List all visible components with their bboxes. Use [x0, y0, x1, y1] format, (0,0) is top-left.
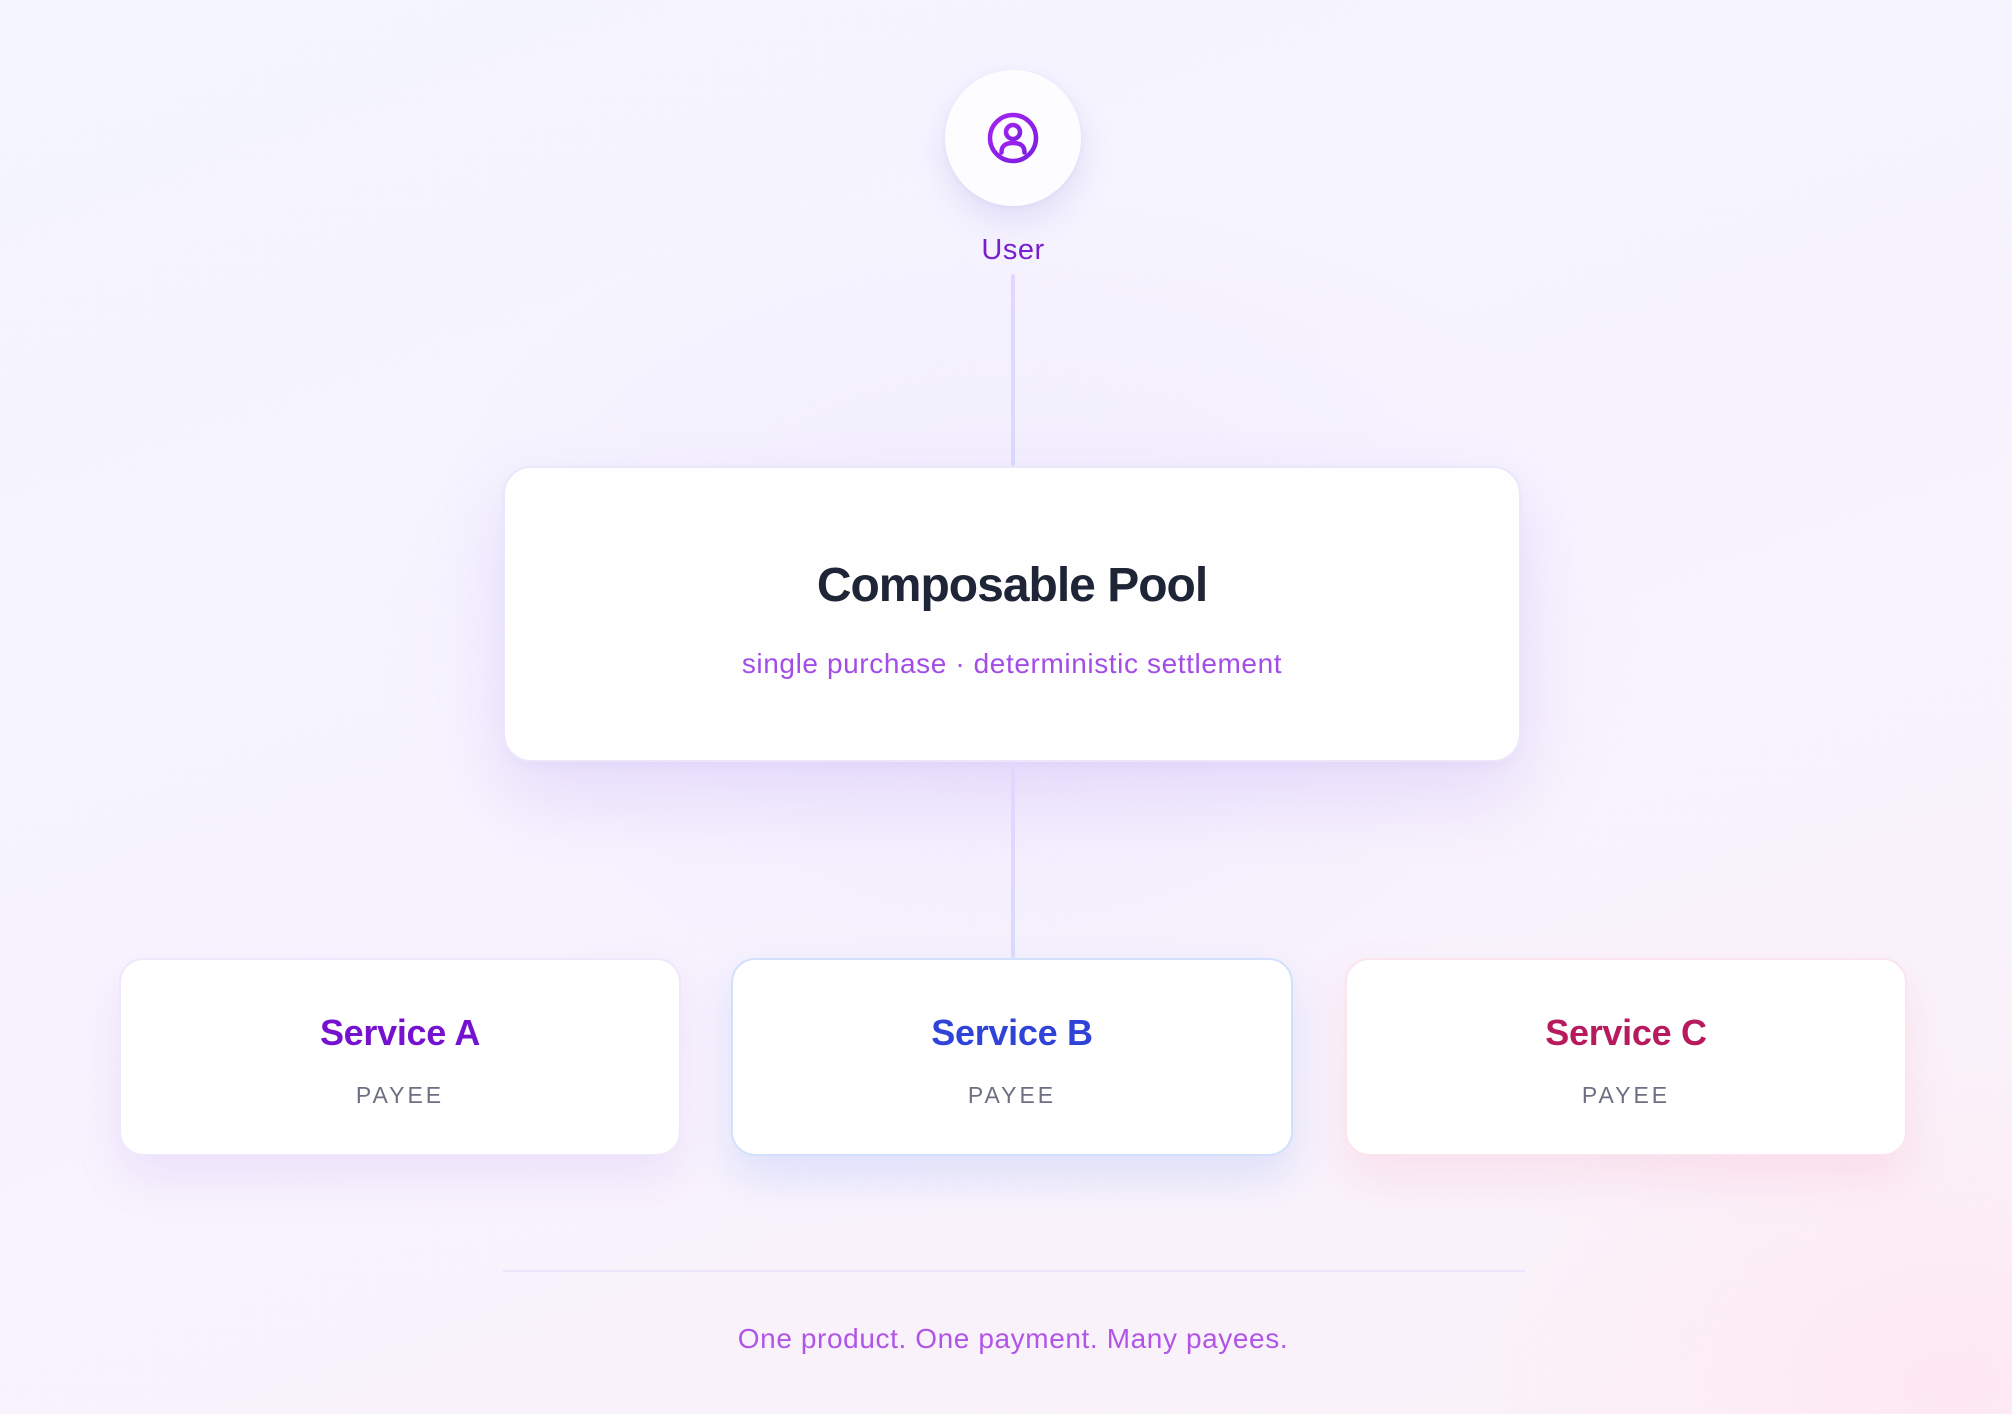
service-card-a: Service A PAYEE: [119, 958, 681, 1156]
service-name: Service C: [1545, 1012, 1707, 1053]
service-name: Service A: [319, 1012, 481, 1053]
connector-user-to-pool: [1011, 274, 1015, 466]
user-label: User: [981, 234, 1045, 266]
user-circle-icon: [987, 112, 1039, 164]
footer-tagline: One product. One payment. Many payees.: [737, 1323, 1289, 1354]
service-role: PAYEE: [967, 1082, 1057, 1108]
user-avatar: [945, 70, 1081, 206]
service-card-b: Service B PAYEE: [731, 958, 1293, 1156]
footer-divider: [503, 1270, 1525, 1272]
pool-card: Composable Pool single purchase · determ…: [503, 466, 1521, 762]
service-role: PAYEE: [1581, 1082, 1671, 1108]
pool-title: Composable Pool: [816, 559, 1208, 612]
pool-subtitle: single purchase · deterministic settleme…: [741, 648, 1283, 679]
service-role: PAYEE: [355, 1082, 445, 1108]
service-card-c: Service C PAYEE: [1345, 958, 1907, 1156]
connector-pool-to-services: [1011, 762, 1015, 958]
service-name: Service B: [931, 1012, 1093, 1053]
